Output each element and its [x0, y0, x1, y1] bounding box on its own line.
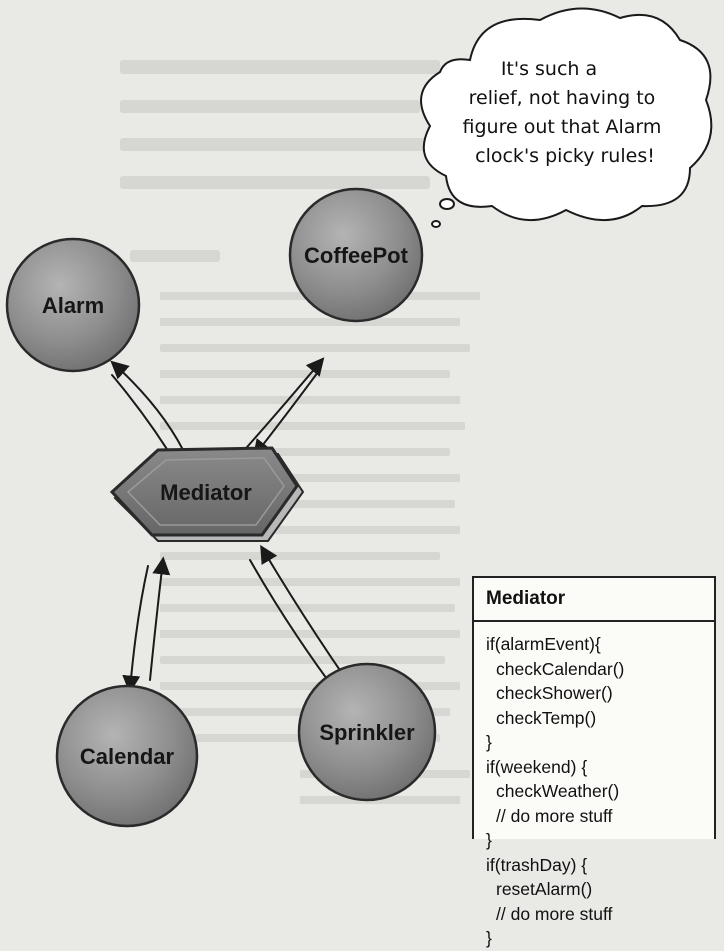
- code-line: checkCalendar(): [496, 658, 625, 679]
- connection-arrows: [110, 357, 349, 697]
- alarm-label: Alarm: [42, 293, 104, 318]
- code-line: if(trashDay) {: [486, 854, 588, 875]
- code-line: // do more stuff: [496, 805, 613, 826]
- calendar-label: Calendar: [80, 744, 175, 769]
- sprinkler-node: Sprinkler: [297, 662, 437, 802]
- arrow-calendar-to-mediator: [149, 556, 171, 681]
- thought-dot-large: [439, 198, 455, 210]
- mediator-diagram: Alarm CoffeePot Mediator Calendar Sprink…: [5, 7, 713, 828]
- code-line: // do more stuff: [496, 903, 613, 924]
- thought-text: It's such a relief, not having to figure…: [463, 58, 668, 167]
- code-line: if(alarmEvent){: [486, 634, 601, 654]
- thought-line-2: relief, not having to: [469, 87, 656, 109]
- mediator-code-box: Mediator if(alarmEvent){ checkCalendar()…: [472, 576, 716, 948]
- arrow-mediator-to-alarm: [110, 360, 189, 461]
- sprinkler-label: Sprinkler: [319, 720, 415, 745]
- thought-line-1: It's such a: [501, 58, 597, 80]
- code-line: }: [486, 732, 492, 752]
- arrow-mediator-to-coffeepot: [239, 357, 325, 456]
- arrow-mediator-to-calendar: [122, 565, 149, 694]
- thought-line-3: figure out that Alarm: [463, 116, 662, 138]
- mediator-node: Mediator: [109, 446, 305, 542]
- code-lines: if(alarmEvent){ checkCalendar() checkSho…: [474, 622, 714, 951]
- arrow-coffeepot-to-mediator: [252, 371, 319, 458]
- code-line: checkShower(): [496, 683, 613, 703]
- code-line: }: [486, 830, 492, 850]
- coffeepot-label: CoffeePot: [304, 243, 409, 268]
- thought-bubble: It's such a relief, not having to figure…: [420, 7, 713, 228]
- calendar-node: Calendar: [55, 684, 199, 828]
- arrow-sprinkler-to-mediator: [260, 544, 349, 683]
- thought-line-4: clock's picky rules!: [475, 145, 655, 167]
- thought-dot-small: [431, 220, 441, 228]
- thought-cloud: [420, 7, 713, 221]
- alarm-node: Alarm: [5, 237, 141, 373]
- code-line: }: [486, 928, 492, 948]
- mediator-label: Mediator: [160, 480, 252, 505]
- code-line: resetAlarm(): [496, 879, 593, 899]
- coffeepot-node: CoffeePot: [288, 187, 424, 323]
- code-box-title: Mediator: [474, 578, 714, 622]
- code-line: if(weekend) {: [486, 756, 588, 777]
- code-line: checkWeather(): [496, 781, 620, 801]
- code-line: checkTemp(): [496, 707, 597, 728]
- arrow-mediator-to-sprinkler: [249, 559, 341, 697]
